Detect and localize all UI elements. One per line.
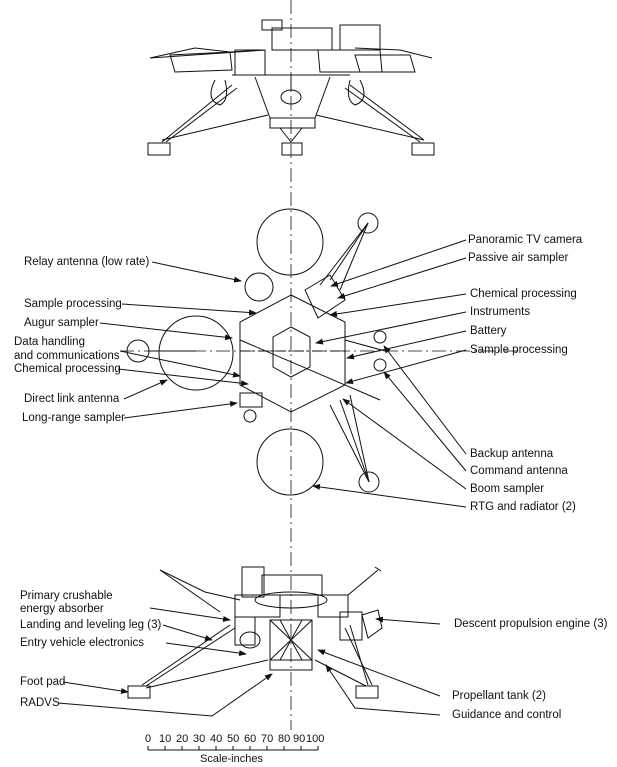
label-landing-leg: Landing and leveling leg (3) bbox=[20, 619, 162, 631]
scale-tick: 30 bbox=[193, 733, 206, 745]
hexagon-body bbox=[239, 294, 346, 413]
label-foot-pad: Foot pad bbox=[20, 676, 66, 688]
label-instruments: Instruments bbox=[470, 306, 531, 318]
leader-lines bbox=[62, 239, 467, 697]
label-chemical-processing-left: Chemical processing bbox=[14, 363, 121, 375]
scale-tick: 100 bbox=[306, 733, 325, 745]
scale-caption: Scale-inches bbox=[200, 753, 263, 765]
scale-tick: 80 bbox=[278, 733, 291, 745]
label-augur-sampler: Augur sampler bbox=[24, 317, 99, 329]
label-propellant-tank: Propellant tank (2) bbox=[452, 690, 546, 702]
scale-tick: 40 bbox=[210, 733, 223, 745]
label-entry-vehicle-electronics: Entry vehicle electronics bbox=[20, 637, 144, 649]
label-energy-absorber: energy absorber bbox=[20, 603, 104, 615]
label-relay-antenna: Relay antenna (low rate) bbox=[24, 256, 150, 268]
label-boom-sampler: Boom sampler bbox=[470, 483, 545, 495]
scale-tick: 90 bbox=[293, 733, 306, 745]
relay-antenna bbox=[244, 272, 274, 302]
rtg-top bbox=[256, 208, 324, 276]
landed-view bbox=[127, 566, 383, 699]
label-sample-processing-left: Sample processing bbox=[24, 298, 122, 310]
label-descent-propulsion-engine: Descent propulsion engine (3) bbox=[454, 618, 608, 630]
label-long-range-sampler: Long-range sampler bbox=[22, 412, 125, 424]
scale-tick: 70 bbox=[261, 733, 274, 745]
label-sample-processing-right: Sample processing bbox=[470, 344, 568, 356]
scale-tick: 50 bbox=[227, 733, 240, 745]
rtg-bottom bbox=[256, 428, 324, 496]
scale-tick: 60 bbox=[244, 733, 257, 745]
scale-bar bbox=[147, 746, 319, 751]
label-battery: Battery bbox=[470, 325, 507, 337]
label-backup-antenna: Backup antenna bbox=[470, 448, 554, 460]
plan-view bbox=[120, 208, 520, 496]
direct-link-antenna-dish bbox=[158, 315, 234, 391]
label-command-antenna: Command antenna bbox=[470, 465, 568, 477]
label-direct-link-antenna: Direct link antenna bbox=[24, 393, 120, 405]
label-and-communications: and communications bbox=[14, 350, 120, 362]
label-chemical-processing-right: Chemical processing bbox=[470, 288, 577, 300]
label-passive-air-sampler: Passive air sampler bbox=[468, 252, 569, 264]
label-guidance-and-control: Guidance and control bbox=[452, 709, 562, 721]
scale-tick: 0 bbox=[145, 733, 152, 745]
label-data-handling: Data handling bbox=[14, 336, 85, 348]
scale-tick: 10 bbox=[159, 733, 172, 745]
label-radvs: RADVS bbox=[20, 697, 60, 709]
side-view bbox=[147, 19, 435, 156]
scale-tick: 20 bbox=[176, 733, 189, 745]
label-primary-crushable: Primary crushable bbox=[20, 590, 113, 602]
label-panoramic-tv-camera: Panoramic TV camera bbox=[468, 234, 583, 246]
label-rtg-and-radiator: RTG and radiator (2) bbox=[470, 501, 576, 513]
